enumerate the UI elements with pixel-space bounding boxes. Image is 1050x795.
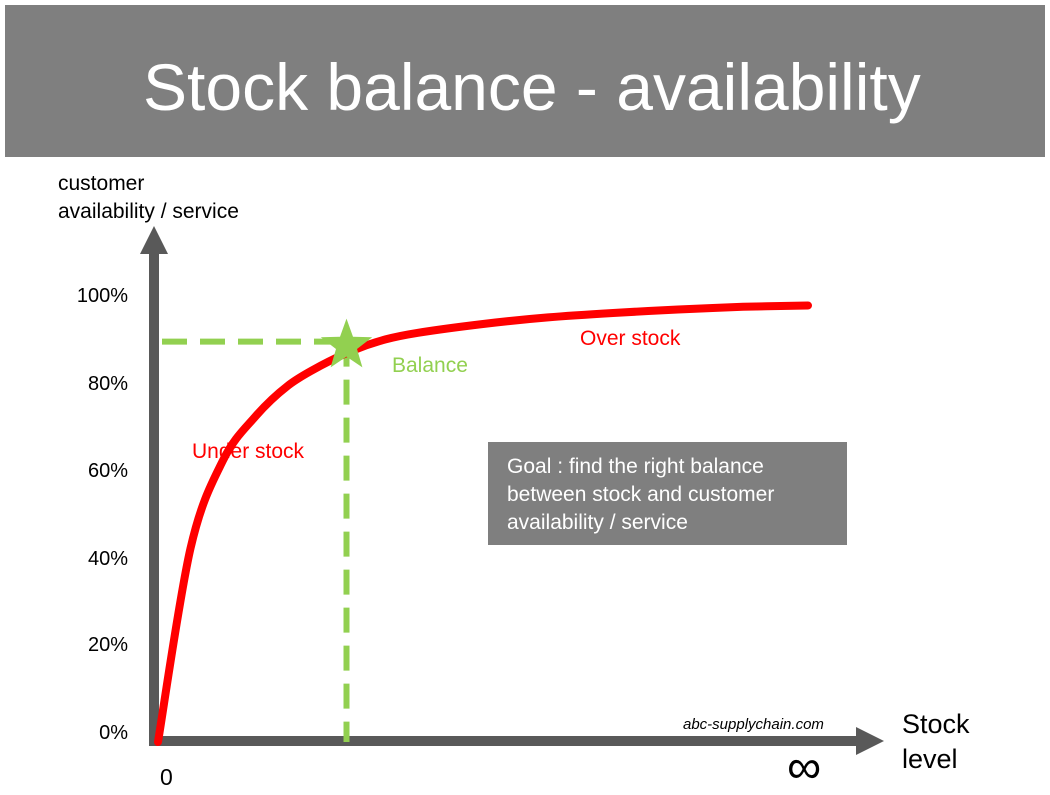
x-axis-label-line-2: level: [902, 744, 958, 774]
over-stock-label: Over stock: [580, 327, 681, 350]
y-axis-arrowhead: [140, 226, 168, 254]
y-axis-label-line-1: customer: [58, 172, 145, 195]
goal-line-3: availability / service: [507, 511, 688, 534]
balance-star-icon: [320, 318, 373, 368]
page-title: Stock balance - availability: [143, 50, 921, 124]
x-tick-infinity: ∞: [787, 741, 822, 794]
y-tick-40: 40%: [87, 548, 128, 570]
x-axis-label-line-1: Stock: [902, 709, 970, 739]
goal-line-2: between stock and customer: [507, 483, 775, 506]
y-tick-60: 60%: [87, 460, 128, 482]
y-tick-100: 100%: [76, 285, 128, 307]
title-banner: Stock balance - availability: [5, 5, 1045, 157]
y-axis-label: customer availability / service: [58, 170, 239, 226]
x-axis-arrowhead: [856, 727, 884, 755]
under-stock-label: Under stock: [192, 440, 305, 463]
goal-line-1: Goal : find the right balance: [507, 455, 764, 478]
y-tick-0: 0%: [99, 722, 128, 744]
y-axis-label-line-2: availability / service: [58, 200, 239, 223]
watermark: abc-supplychain.com: [683, 716, 824, 733]
balance-label: Balance: [392, 354, 468, 377]
goal-callout: Goal : find the right balance between st…: [488, 442, 847, 545]
y-tick-80: 80%: [87, 373, 128, 395]
x-tick-zero: 0: [160, 764, 173, 790]
y-tick-20: 20%: [87, 634, 128, 656]
availability-curve: [154, 301, 812, 746]
x-axis-label: Stock level: [902, 707, 970, 777]
